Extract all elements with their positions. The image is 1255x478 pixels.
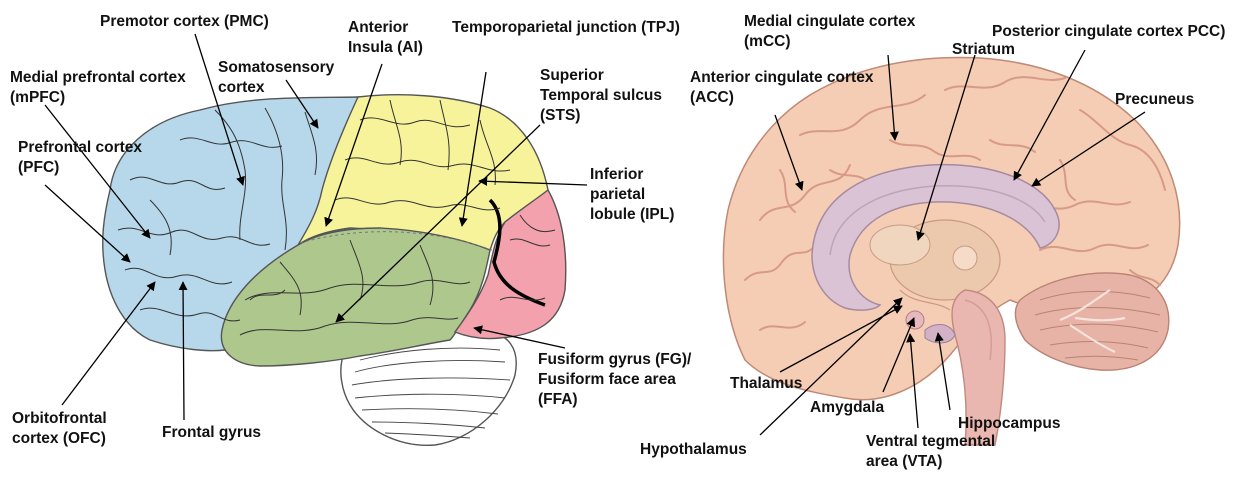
label-premotor-cortex: Premotor cortex (PMC) xyxy=(100,12,269,32)
label-amygdala: Amygdala xyxy=(810,398,884,418)
medial-cerebellum xyxy=(1015,273,1168,370)
label-tpj: Temporoparietal junction (TPJ) xyxy=(452,18,680,38)
label-pcc: Posterior cingulate cortex PCC) xyxy=(992,22,1225,42)
label-sts: Superior Temporal sulcus (STS) xyxy=(540,66,662,126)
amygdala-structure xyxy=(906,311,924,329)
label-hippocampus: Hippocampus xyxy=(958,414,1060,434)
label-hypothalamus: Hypothalamus xyxy=(640,440,747,460)
label-mpfc: Medial prefrontal cortex (mPFC) xyxy=(10,68,186,108)
label-mcc: Medial cingulate cortex (mCC) xyxy=(744,12,915,52)
label-thalamus: Thalamus xyxy=(730,374,802,394)
label-ipl: Inferior parietal lobule (IPL) xyxy=(590,165,674,225)
label-somatosensory-cortex: Somatosensory cortex xyxy=(218,58,334,98)
label-fusiform: Fusiform gyrus (FG)/ Fusiform face area … xyxy=(538,350,691,410)
label-striatum: Striatum xyxy=(952,40,1015,60)
label-pfc: Prefrontal cortex (PFC) xyxy=(18,138,142,178)
label-frontal-gyrus: Frontal gyrus xyxy=(162,423,261,443)
label-vta: Ventral tegmental area (VTA) xyxy=(866,432,995,472)
label-ofc: Orbitofrontal cortex (OFC) xyxy=(12,409,107,449)
lateral-brain xyxy=(103,95,566,446)
label-precuneus: Precuneus xyxy=(1115,90,1194,110)
label-anterior-insula: Anterior Insula (AI) xyxy=(348,18,423,58)
label-acc: Anterior cingulate cortex (ACC) xyxy=(690,68,873,108)
